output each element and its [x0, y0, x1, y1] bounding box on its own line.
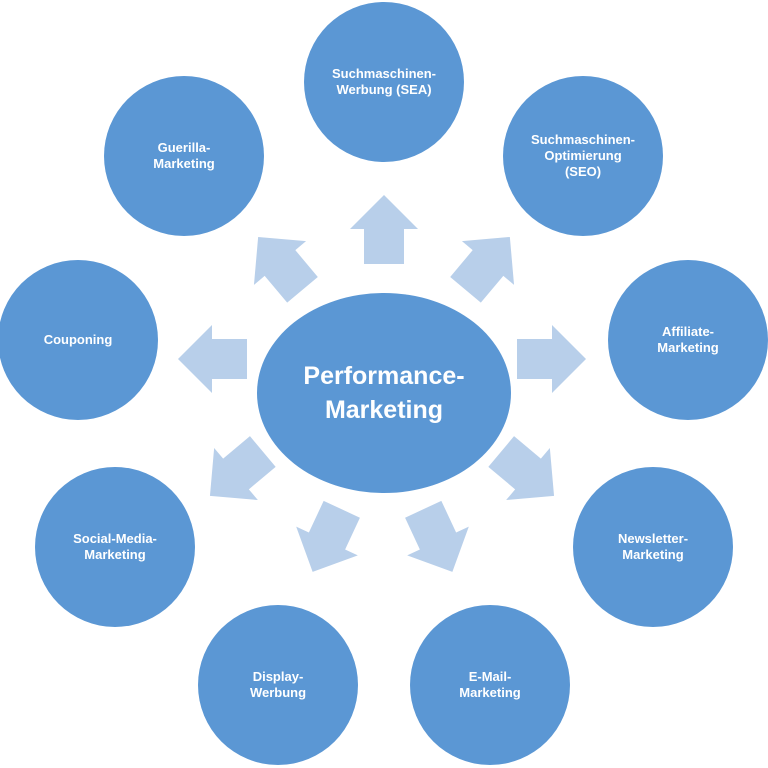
arrow-email: [405, 500, 469, 572]
arrow-guerilla: [253, 236, 318, 303]
channel-node-affiliate: Affiliate- Marketing: [608, 260, 768, 420]
channel-node-sea: Suchmaschinen- Werbung (SEA): [304, 2, 464, 162]
arrow-social: [209, 436, 276, 501]
channel-node-social-media: Social-Media- Marketing: [35, 467, 195, 627]
arrow-sea: [350, 195, 418, 264]
channel-label-email: E-Mail- Marketing: [459, 669, 521, 700]
arrow-display: [296, 500, 360, 572]
channel-label-couponing: Couponing: [43, 332, 113, 347]
channel-node-couponing: Couponing: [0, 260, 158, 420]
channel-label-sea: Suchmaschinen- Werbung (SEA): [331, 66, 437, 97]
channel-label-affiliate: Affiliate- Marketing: [657, 324, 719, 355]
channel-node-display: Display- Werbung: [198, 605, 358, 765]
arrow-affiliate: [517, 325, 586, 393]
center-label: Performance- Marketing: [303, 362, 465, 424]
arrow-seo: [450, 236, 515, 303]
channel-label-seo: Suchmaschinen- Optimierung (SEO): [530, 132, 636, 179]
channel-label-display: Display- Werbung: [249, 669, 307, 700]
channel-node-seo: Suchmaschinen- Optimierung (SEO): [503, 76, 663, 236]
channel-label-guerilla: Guerilla- Marketing: [153, 140, 215, 171]
channel-node-guerilla: Guerilla- Marketing: [104, 76, 264, 236]
channel-label-social-media: Social-Media- Marketing: [73, 531, 157, 562]
channel-node-email: E-Mail- Marketing: [410, 605, 570, 765]
channel-node-newsletter: Newsletter- Marketing: [573, 467, 733, 627]
arrow-newsletter: [488, 436, 555, 501]
channel-label-newsletter: Newsletter- Marketing: [617, 531, 689, 562]
center-node-performance-marketing: Performance- Marketing: [257, 293, 511, 493]
arrow-couponing: [178, 325, 247, 393]
